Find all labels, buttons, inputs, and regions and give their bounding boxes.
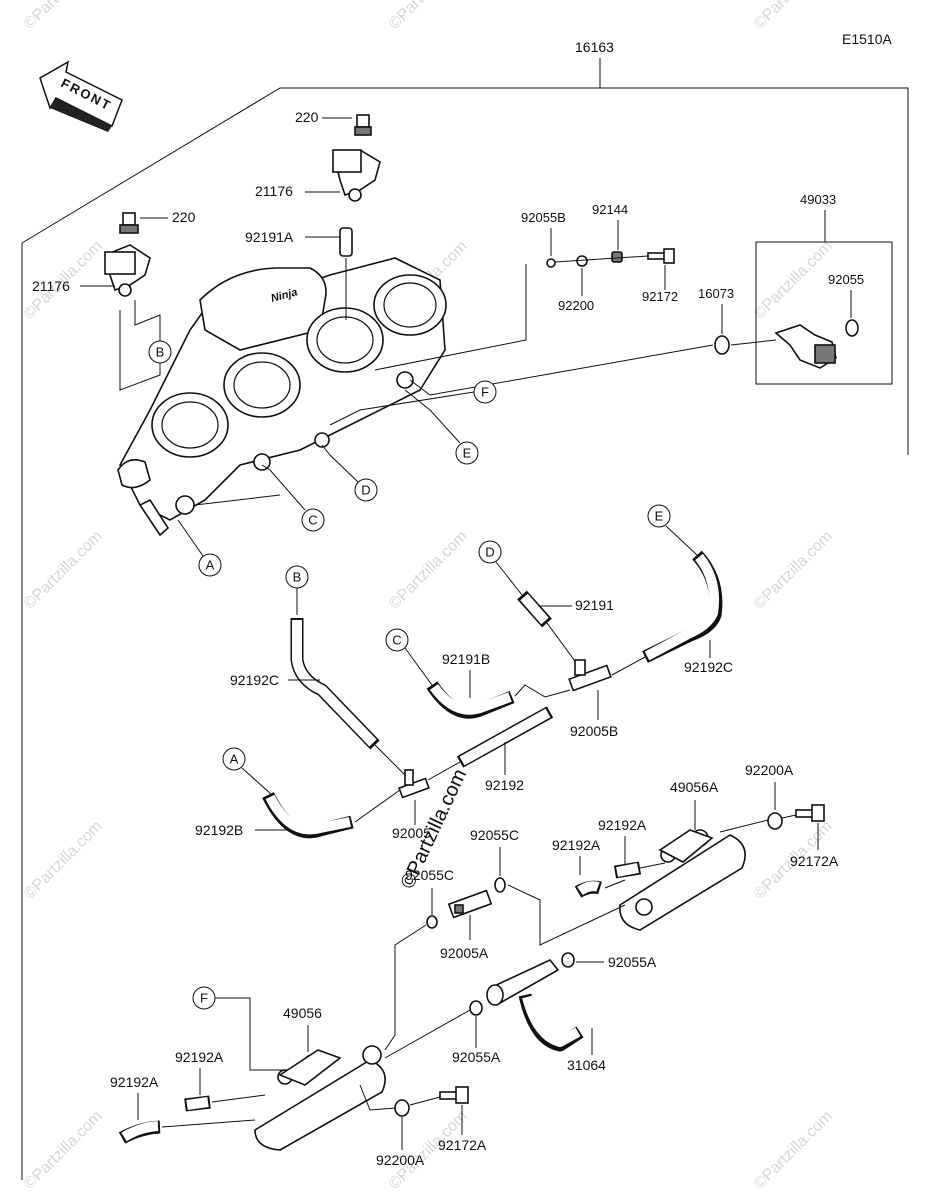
callout-a-top: A [198,553,222,577]
watermark: ©Partzilla.com [386,528,471,613]
throttle-body: Ninja [117,257,447,537]
label-220-top: 220 [295,109,319,125]
callout-c-top: C [301,508,325,532]
label-49056A: 49056A [670,779,719,795]
callout-d-top: D [354,478,378,502]
callout-d-hose: D [478,540,502,564]
label-92192A-r2: 92192A [552,837,601,853]
label-92055: 92055 [828,272,864,287]
label-92172: 92172 [642,289,678,304]
label-92200A-bottom: 92200A [376,1152,425,1168]
throttle-bore-3 [306,307,384,373]
label-92055A-right: 92055A [608,954,657,970]
label-92191A: 92191A [245,229,294,245]
screw-92172A-bottom [439,1086,469,1104]
svg-text:B: B [293,570,302,585]
label-220-left: 220 [172,209,196,225]
t-joint-92005B [568,659,612,692]
svg-text:D: D [485,545,494,560]
diagram-code: E1510A [842,31,892,47]
label-92005: 92005 [392,825,431,841]
label-92055A-bottom: 92055A [452,1049,501,1065]
callout-f-rail: F [192,986,216,1010]
watermark: ©Partzilla.com [386,0,471,33]
svg-text:E: E [655,509,664,524]
throttle-bore-2 [223,352,301,418]
front-arrow: FRONT [39,60,123,132]
t-joint-92005 [398,769,430,799]
throttle-bore-1 [151,392,229,458]
svg-text:A: A [230,752,239,767]
assembly-frame [21,58,909,1180]
callout-b-top: B [148,340,172,364]
label-16073: 16073 [698,286,734,301]
watermark: ©Partzilla.com [21,0,106,33]
label-92055B: 92055B [521,210,566,225]
label-92055C-top: 92055C [470,827,519,843]
label-92144: 92144 [592,202,628,217]
fuel-rail-49056A [619,829,746,931]
watermark: ©Partzilla.com [21,528,106,613]
callout-c-hose: C [385,628,409,652]
label-92192: 92192 [485,777,524,793]
svg-text:F: F [200,991,208,1006]
label-21176-left: 21176 [32,278,70,294]
label-92192C-left: 92192C [230,672,279,688]
callout-e-hose: E [647,504,671,528]
svg-text:A: A [206,558,215,573]
watermark: ©Partzilla.com [751,528,836,613]
callout-e-top: E [455,441,479,465]
label-49033: 49033 [800,192,836,207]
label-92005B: 92005B [570,723,618,739]
callout-b-hose: B [285,565,309,589]
label-92200: 92200 [558,298,594,313]
svg-text:C: C [392,633,401,648]
label-92192A-l1: 92192A [175,1049,224,1065]
label-92192B: 92192B [195,822,243,838]
fuel-rail-49056 [254,1045,386,1151]
label-92200A-right: 92200A [745,762,794,778]
label-92192A-r1: 92192A [598,817,647,833]
svg-text:F: F [481,385,489,400]
joint-92005A [447,889,493,919]
watermark: ©Partzilla.com [21,818,106,903]
label-92055C-left: 92055C [405,867,454,883]
callout-f-top: F [473,380,497,404]
watermark: ©Partzilla.com [751,238,836,323]
sensor-left [104,212,151,297]
label-16163: 16163 [575,39,614,55]
label-21176-top: 21176 [255,183,293,199]
joint-31064 [486,959,584,1052]
watermark: ©Partzilla.com [751,0,836,33]
svg-text:E: E [463,446,472,461]
watermark: ©Partzilla.com [751,1108,836,1193]
label-92191: 92191 [575,597,614,613]
svg-text:C: C [308,513,317,528]
svg-text:D: D [361,483,370,498]
svg-text:B: B [156,345,165,360]
label-92192A-l2: 92192A [110,1074,159,1090]
label-92191B: 92191B [442,651,490,667]
screw-92172 [647,248,675,264]
label-31064: 31064 [567,1057,606,1073]
sensor-49033 [774,324,837,369]
sensor-top [332,114,381,257]
watermark: ©Partzilla.com [21,1108,106,1193]
screw-92172A-right [795,804,825,822]
label-92172A-bottom: 92172A [438,1137,487,1153]
label-92192C-right: 92192C [684,659,733,675]
label-92172A-right: 92172A [790,853,839,869]
throttle-bore-4 [373,274,447,336]
label-92005A: 92005A [440,945,489,961]
callout-a-hose: A [222,747,246,771]
label-49056: 49056 [283,1005,322,1021]
